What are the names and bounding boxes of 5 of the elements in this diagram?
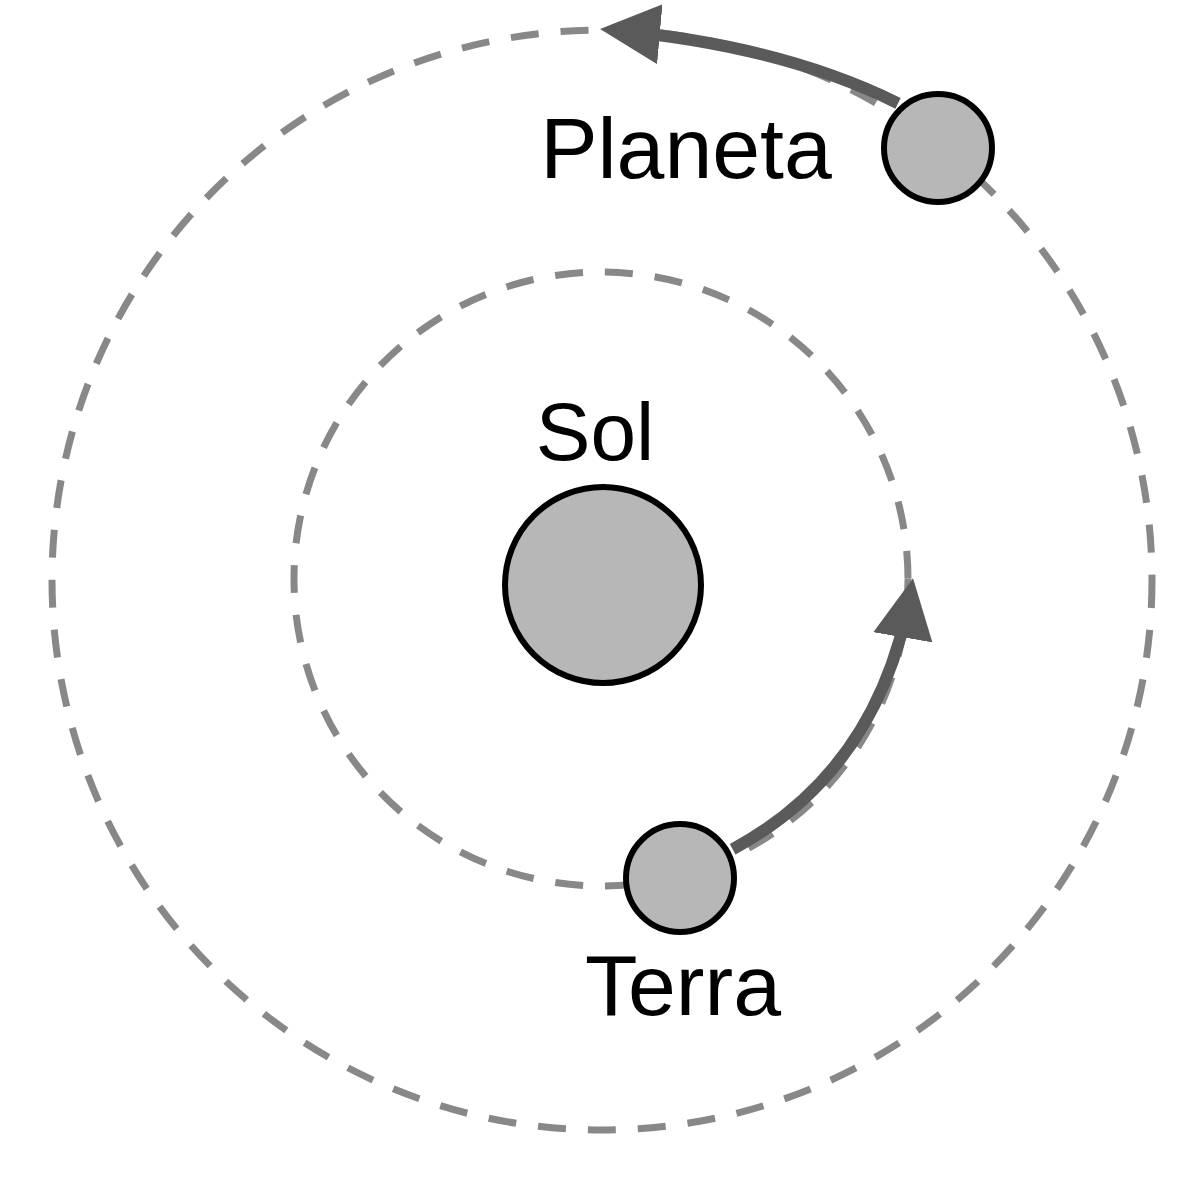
motion-arrow xyxy=(729,578,931,855)
earth-label: Terra xyxy=(585,942,781,1028)
planet-label: Planeta xyxy=(540,105,832,191)
sun-label: Sol xyxy=(535,391,655,473)
motion-arrow xyxy=(600,5,901,109)
